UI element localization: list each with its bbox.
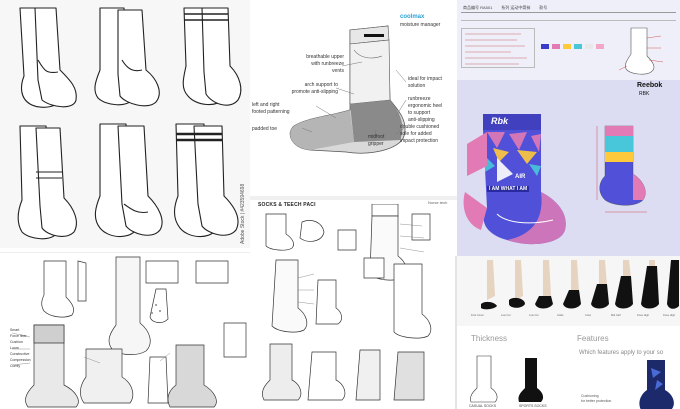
rbk-logo-text: Rbk xyxy=(491,116,509,126)
rbk-brand-sub: RBK xyxy=(639,91,650,97)
tile-tech-pack[interactable]: SOCKS & TEECH PACI Norse tech xyxy=(252,200,457,409)
color-swatch xyxy=(585,44,593,49)
callout-cushioned: double cushioned sole for added impact p… xyxy=(400,124,440,144)
callout-arch: arch support to promote anti-slipping xyxy=(291,82,338,95)
tech-label: Force fiber xyxy=(10,334,27,338)
coolmax-brand: coolmax xyxy=(400,14,425,20)
sock-name: Knee High xyxy=(663,314,676,317)
sock-name: Low Cut xyxy=(501,314,511,317)
sock-name: Crew xyxy=(585,314,592,317)
sock-name: Ankle xyxy=(557,314,564,317)
sock-types-row xyxy=(481,260,679,310)
spec-label-series: 系列 xyxy=(501,5,510,10)
tile-flat-socks-sketch[interactable]: Adobe Stock | #423594698 xyxy=(0,0,250,248)
spec-label-code: 商品编号 xyxy=(463,5,479,10)
tile-sock-types[interactable]: Foot Cover Low Cut Low Cut Ankle Crew Mi… xyxy=(457,256,680,409)
tech-pack-title: SOCKS & TEECH PACI xyxy=(258,202,316,208)
tech-label: Comfy xyxy=(10,364,21,368)
color-swatch xyxy=(563,44,571,49)
tech-label: Cushion xyxy=(10,340,23,344)
tech-pack-illustration xyxy=(262,204,432,401)
callout-padded: padded toe xyxy=(252,126,278,132)
callout-breathable: breathable upper with runbreeze vents xyxy=(306,54,344,74)
thickness-socks xyxy=(470,355,544,403)
spec-sock-sketch xyxy=(618,27,664,75)
feature-sock xyxy=(639,360,674,409)
features-subheading: Which features apply to your so xyxy=(579,350,664,356)
callout-moisture: moisture manager xyxy=(400,22,441,28)
features-heading: Features xyxy=(577,334,609,343)
tile-coolmax-diagram[interactable]: coolmax moisture manager breathable uppe… xyxy=(250,0,455,200)
spec-label-style: 款号 xyxy=(539,5,548,10)
callout-footed: left and right footed patterning xyxy=(252,102,290,115)
sock-name: Mid Calf xyxy=(611,314,621,317)
caption-casual: CASUAL SOCKS xyxy=(469,404,497,408)
color-swatch xyxy=(574,44,582,49)
tech-label: Smart xyxy=(10,328,20,332)
color-swatch xyxy=(596,44,604,49)
tech-label-list: Smart Force fiber Cushion Loom Construct… xyxy=(10,327,31,369)
callout-runbreeze-heel: runbreeze ergonomic heel to support anti… xyxy=(408,96,443,123)
reebok-brand: Reebok xyxy=(637,82,663,89)
tech-drawing-left-illustration xyxy=(11,256,247,408)
tile-tech-drawing-left[interactable]: Smart Force fiber Cushion Loom Construct… xyxy=(0,252,250,409)
stock-watermark: Adobe Stock | #423594698 xyxy=(240,183,246,244)
color-swatch xyxy=(541,44,549,49)
spec-value-code: RA501 xyxy=(480,5,493,10)
color-swatches xyxy=(541,44,621,52)
sock-slogan: I AM WHAT I AM xyxy=(487,186,530,192)
air-text: AIR xyxy=(515,174,526,180)
callout-midfoot: midfoot gripper xyxy=(368,134,385,147)
flat-socks-illustration xyxy=(17,7,242,240)
coolmax-sock-illustration xyxy=(289,25,407,154)
thickness-heading: Thickness xyxy=(471,334,508,343)
spec-value-series: 运动中筒袜 xyxy=(510,5,531,10)
sock-name: Foot Cover xyxy=(471,314,484,317)
caption-sports: SPORTS SOCKS xyxy=(519,404,547,408)
tech-label: Loom xyxy=(10,346,19,350)
sock-name-list: Foot Cover Low Cut Low Cut Ankle Crew Mi… xyxy=(471,314,680,320)
tech-pack-note: Norse tech xyxy=(428,200,448,205)
cushioning-note: Cushioning for better protection xyxy=(581,394,612,403)
color-swatch xyxy=(552,44,560,49)
tech-label: Compression xyxy=(10,358,31,362)
sock-name: Low Cut xyxy=(529,314,539,317)
divider-strip xyxy=(250,196,457,200)
spec-table-lines xyxy=(465,33,527,65)
tech-label: Constructive xyxy=(10,352,30,356)
tile-reebok-spec-sheet[interactable]: 商品编号 RA501 系列 运动中筒袜 款号 Reebok RBK xyxy=(457,0,680,256)
sock-name: Knee High xyxy=(637,314,650,317)
divider-vertical xyxy=(455,256,457,409)
callout-impact: ideal for impact solution xyxy=(408,76,442,89)
